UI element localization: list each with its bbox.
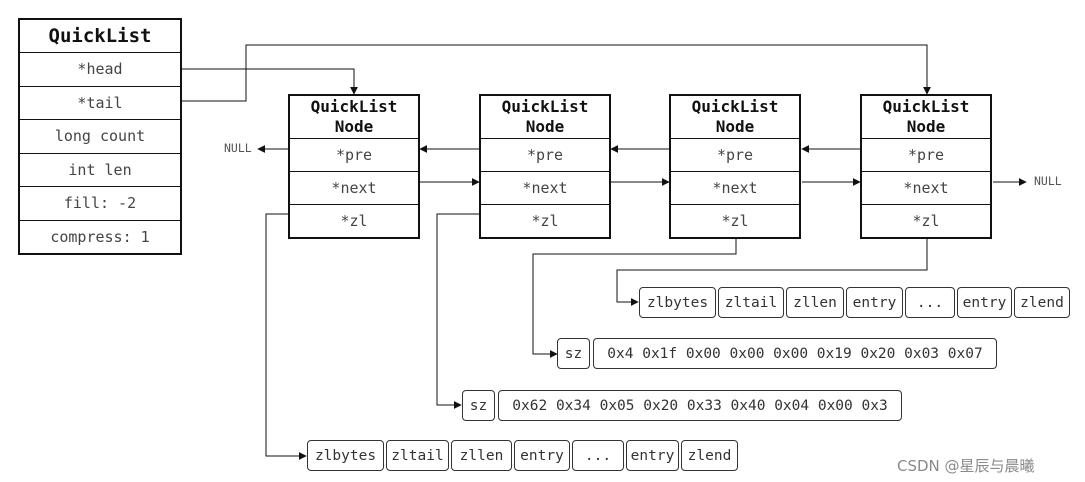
quicklist-node-3: QuickList Node *pre *next *zl <box>669 94 801 239</box>
ziplist-zlbytes-cell: zlbytes <box>639 287 716 318</box>
ziplist-entry-cell: entry <box>846 287 903 318</box>
ziplist-ellipsis-cell: ... <box>572 440 624 471</box>
node-title: QuickList Node <box>290 96 418 138</box>
node-title-line1: QuickList <box>882 97 970 116</box>
ziplist-entry-cell: entry <box>957 287 1012 318</box>
quicklist-node-1: QuickList Node *pre *next *zl <box>288 94 420 239</box>
quicklist-title: QuickList <box>48 25 152 47</box>
node-title-line1: QuickList <box>310 97 398 116</box>
ziplist-zlend-cell: zlend <box>681 440 738 471</box>
node-title-line1: QuickList <box>691 97 779 116</box>
node-next-field: *next <box>671 171 799 204</box>
ziplist-entry-cell: entry <box>514 440 570 471</box>
null-right-label: NULL <box>1034 174 1062 188</box>
compressed-bytes-cell: 0x62 0x34 0x05 0x20 0x33 0x40 0x04 0x00 … <box>498 390 902 421</box>
ziplist-zlbytes-cell: zlbytes <box>307 440 384 471</box>
node-pre-field: *pre <box>862 138 990 171</box>
node-next-field: *next <box>481 171 609 204</box>
node-title-line2: Node <box>525 117 565 136</box>
ziplist-node1: zlbytes zltail zllen entry ... entry zle… <box>307 440 740 471</box>
zl-arrow-4 <box>616 232 928 306</box>
quicklist-count-field: long count <box>20 119 180 153</box>
ziplist-zllen-cell: zllen <box>451 440 512 471</box>
compressed-bytes-cell: 0x4 0x1f 0x00 0x00 0x00 0x19 0x20 0x03 0… <box>593 338 997 369</box>
ziplist-zltail-cell: zltail <box>386 440 449 471</box>
node-pre-field: *pre <box>481 138 609 171</box>
node-zl-field: *zl <box>481 204 609 237</box>
compressed-size-cell: sz <box>462 390 495 421</box>
zl-arrow-2 <box>436 213 479 409</box>
ziplist-ellipsis-cell: ... <box>905 287 955 318</box>
node-title-line1: QuickList <box>501 97 589 116</box>
node-title: QuickList Node <box>862 96 990 138</box>
quicklist-node-4: QuickList Node *pre *next *zl <box>860 94 992 239</box>
node-title: QuickList Node <box>481 96 609 138</box>
node-title: QuickList Node <box>671 96 799 138</box>
quicklist-len-field: int len <box>20 152 180 187</box>
tail-pointer-arrow <box>182 44 931 102</box>
quicklist-node-2: QuickList Node *pre *next *zl <box>479 94 611 239</box>
node-next-field: *next <box>862 171 990 204</box>
node-title-line2: Node <box>334 117 374 136</box>
ziplist-zllen-cell: zllen <box>786 287 844 318</box>
node-zl-field: *zl <box>862 204 990 237</box>
ziplist-entry-cell: entry <box>626 440 679 471</box>
ziplist-zltail-cell: zltail <box>718 287 784 318</box>
node-title-line2: Node <box>715 117 755 136</box>
quicklist-head-field: *head <box>20 52 180 86</box>
zl-arrow-1 <box>265 213 307 460</box>
head-pointer-arrow <box>182 68 358 95</box>
node-zl-field: *zl <box>290 204 418 237</box>
quicklist-struct: QuickList *head *tail long count int len… <box>18 18 182 255</box>
zl-arrow-3 <box>532 232 737 358</box>
node-title-line2: Node <box>906 117 946 136</box>
compressed-size-cell: sz <box>557 338 590 369</box>
node-zl-field: *zl <box>671 204 799 237</box>
compressed-ziplist-node3: sz 0x4 0x1f 0x00 0x00 0x00 0x19 0x20 0x0… <box>557 338 1000 369</box>
compressed-ziplist-node2: sz 0x62 0x34 0x05 0x20 0x33 0x40 0x04 0x… <box>462 390 905 421</box>
node-pre-field: *pre <box>290 138 418 171</box>
quicklist-fill-field: fill: -2 <box>20 186 180 220</box>
null-left-label: NULL <box>224 141 252 155</box>
quicklist-tail-field: *tail <box>20 85 180 120</box>
ziplist-zlend-cell: zlend <box>1014 287 1070 318</box>
node-next-field: *next <box>290 171 418 204</box>
ziplist-node4: zlbytes zltail zllen entry ... entry zle… <box>639 287 1072 318</box>
node-pre-field: *pre <box>671 138 799 171</box>
watermark: CSDN @星辰与晨曦 <box>897 457 1035 475</box>
quicklist-compress-field: compress: 1 <box>20 219 180 254</box>
